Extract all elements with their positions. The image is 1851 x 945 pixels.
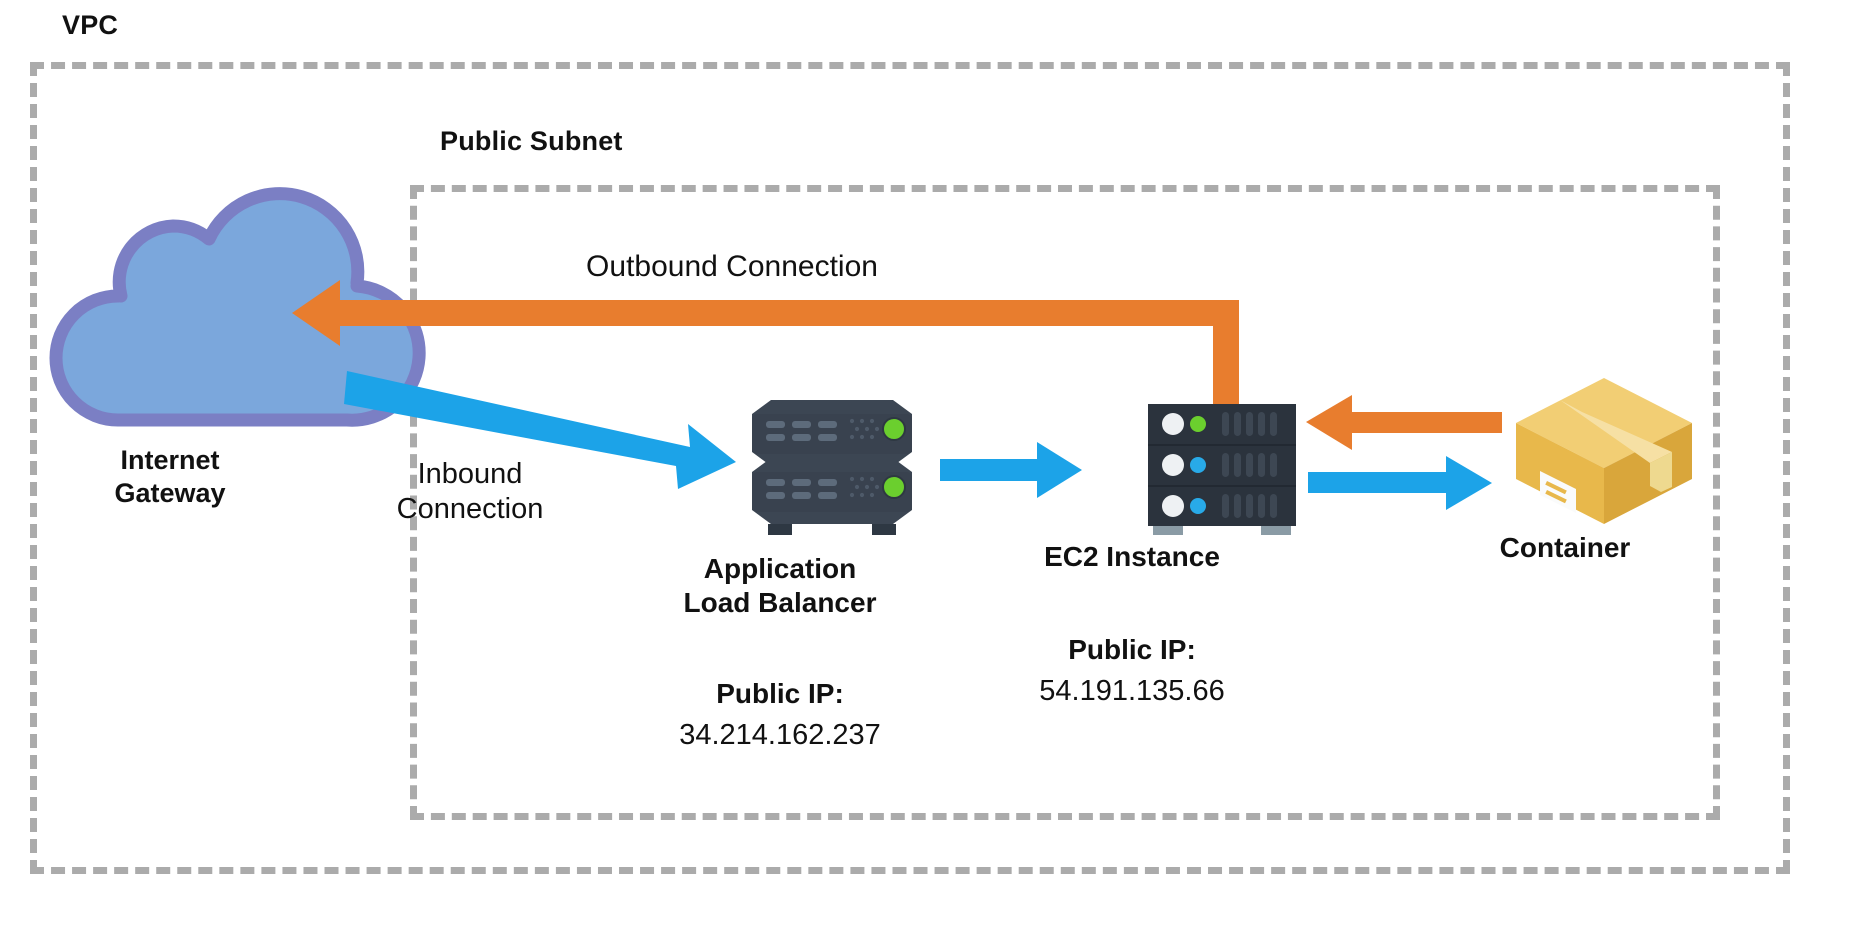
ec2-public-ip-value: 54.191.135.66 bbox=[1039, 675, 1225, 707]
vpc-boundary bbox=[30, 62, 1790, 874]
public-subnet-label: Public Subnet bbox=[440, 126, 623, 156]
inbound-connection-arrow bbox=[344, 371, 736, 489]
load-balancer-label: Application Load Balancer bbox=[683, 553, 877, 619]
outbound-connection-label: Outbound Connection bbox=[586, 250, 878, 283]
outbound-connection-arrow bbox=[292, 280, 1239, 420]
package-box-icon bbox=[1516, 378, 1692, 524]
container-label: Container bbox=[1499, 532, 1631, 563]
load-balancer-public-ip-title: Public IP: bbox=[716, 678, 844, 709]
internet-gateway-label: Internet Gateway bbox=[114, 445, 226, 508]
vpc-label: VPC bbox=[62, 10, 119, 40]
public-subnet-boundary bbox=[410, 185, 1720, 820]
lb-to-ec2-arrow bbox=[940, 442, 1082, 498]
inbound-connection-label: Inbound Connection bbox=[396, 458, 544, 526]
stacked-server-icon bbox=[752, 400, 912, 535]
ec2-instance-label: EC2 Instance bbox=[1044, 541, 1220, 572]
load-balancer-public-ip-value: 34.214.162.237 bbox=[679, 719, 881, 751]
ec2-to-container-arrow bbox=[1308, 456, 1492, 510]
ec2-public-ip-title: Public IP: bbox=[1068, 634, 1196, 665]
rack-server-icon bbox=[1148, 404, 1296, 535]
container-to-ec2-arrow bbox=[1306, 395, 1502, 450]
